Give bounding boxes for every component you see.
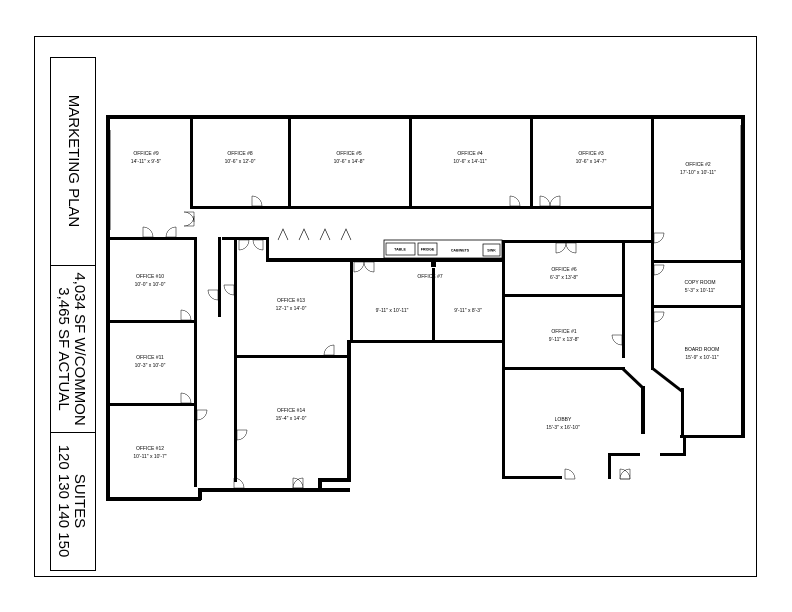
- door-swing: [165, 226, 177, 238]
- cabinets-label: CABINETS: [451, 249, 470, 253]
- room-dim-office-6: 6'-3" x 13'-8": [550, 275, 578, 281]
- door-swing: [251, 195, 263, 207]
- room-dim-lobby: 15'-3" x 16'-10": [546, 425, 580, 431]
- room-name-office-10: OFFICE #10: [136, 274, 164, 280]
- door-swing: [565, 242, 577, 254]
- door-swing: [180, 309, 192, 321]
- room-labels: OFFICE #9 14'-11" x 9'-5" OFFICE #8 10'-…: [131, 151, 720, 460]
- door-swing: [323, 344, 335, 356]
- room-name-lobby: LOBBY: [555, 417, 572, 423]
- room-name-office-12: OFFICE #12: [136, 446, 164, 452]
- door-swing: [539, 195, 551, 207]
- door-swing: [555, 242, 567, 254]
- door-swing: [653, 232, 665, 244]
- room-dim-office-10: 10'-0" x 10'-0": [135, 282, 166, 288]
- room-dim-office-7-right: 9'-11" x 8'-3": [454, 308, 482, 314]
- door-swing: [196, 409, 208, 421]
- room-name-office-5: OFFICE #5: [336, 151, 362, 157]
- windows: [109, 125, 742, 250]
- fridge-label: FRIDGE: [421, 248, 435, 252]
- title-block-frame: [50, 57, 96, 571]
- room-dim-office-4: 10'-6" x 14'-11": [453, 159, 486, 165]
- room-dim-office-1: 9'-11" x 13'-8": [549, 337, 580, 343]
- room-name-office-1: OFFICE #1: [551, 329, 577, 335]
- room-dim-office-3: 10'-6" x 14'-7": [576, 159, 607, 165]
- title-block: MARKETING PLAN 4,034 SF W/COMMON 3,465 S…: [50, 57, 96, 571]
- room-name-board-room: BOARD ROOM: [685, 347, 720, 353]
- room-name-office-11: OFFICE #11: [136, 355, 164, 361]
- door-swing: [233, 477, 245, 489]
- room-dim-office-11: 10'-3" x 10'-0": [135, 363, 166, 369]
- doors: [142, 195, 665, 489]
- room-name-office-9: OFFICE #9: [133, 151, 159, 157]
- kitchenette: TABLE FRIDGE CABINETS SINK: [383, 239, 503, 259]
- sink-label: SINK: [487, 249, 496, 253]
- door-swing: [238, 239, 250, 251]
- table-box: [385, 242, 416, 256]
- door-swing: [207, 289, 219, 301]
- suites-label: SUITES: [71, 474, 88, 528]
- door-swing: [236, 429, 248, 441]
- door-swing: [653, 311, 665, 323]
- room-dim-office-2: 17'-10" x 10'-11": [680, 170, 716, 176]
- room-dim-board-room: 15'-9" x 10'-11": [685, 355, 718, 361]
- area-actual: 3,465 SF ACTUAL: [55, 287, 72, 410]
- door-swing: [142, 226, 154, 238]
- door-swing: [564, 468, 576, 480]
- sink-box: [482, 243, 501, 257]
- door-swing: [183, 211, 195, 223]
- room-dim-office-7-left: 9'-11" x 10'-11": [376, 308, 409, 314]
- angled-walls: [620, 366, 684, 394]
- room-name-copy-room: COPY ROOM: [684, 280, 715, 286]
- room-dim-office-9: 14'-11" x 9'-5": [131, 159, 162, 165]
- room-dim-office-13: 12'-1" x 14'-0": [276, 306, 307, 312]
- plan-title: MARKETING PLAN: [65, 95, 82, 228]
- door-swing: [611, 334, 623, 346]
- room-dim-office-14: 15'-4" x 14'-0": [276, 416, 307, 422]
- sheet-border: [34, 36, 757, 577]
- door-swing: [619, 468, 631, 480]
- walls: [106, 115, 745, 501]
- room-name-office-6: OFFICE #6: [551, 267, 577, 273]
- room-name-office-4: OFFICE #4: [457, 151, 483, 157]
- partition-marks: [277, 228, 436, 267]
- door-swing: [353, 261, 365, 273]
- room-dim-office-12: 10'-11" x 10'-7": [133, 454, 166, 460]
- fridge-box: [417, 242, 438, 256]
- area-common: 4,034 SF W/COMMON: [71, 272, 88, 425]
- table-label: TABLE: [394, 248, 406, 252]
- suites-numbers: 120 130 140 150: [55, 445, 72, 558]
- door-swing: [183, 215, 195, 227]
- room-name-office-13: OFFICE #13: [277, 298, 305, 304]
- room-name-office-2: OFFICE #2: [685, 162, 711, 168]
- room-dim-office-8: 10'-6" x 12'-0": [225, 159, 256, 165]
- door-swing: [363, 261, 375, 273]
- room-name-office-3: OFFICE #3: [578, 151, 604, 157]
- door-swing: [653, 264, 665, 276]
- room-name-office-8: OFFICE #8: [227, 151, 253, 157]
- door-swing: [509, 195, 521, 207]
- door-swing: [223, 284, 235, 296]
- door-swing: [549, 195, 561, 207]
- room-dim-copy-room: 5'-3" x 10'-11": [685, 288, 716, 294]
- door-swing: [292, 477, 304, 489]
- room-dim-office-5: 10'-6" x 14'-8": [334, 159, 365, 165]
- room-name-office-7: OFFICE #7: [417, 274, 443, 280]
- door-swing: [252, 239, 264, 251]
- door-swing: [180, 392, 192, 404]
- room-name-office-14: OFFICE #14: [277, 408, 305, 414]
